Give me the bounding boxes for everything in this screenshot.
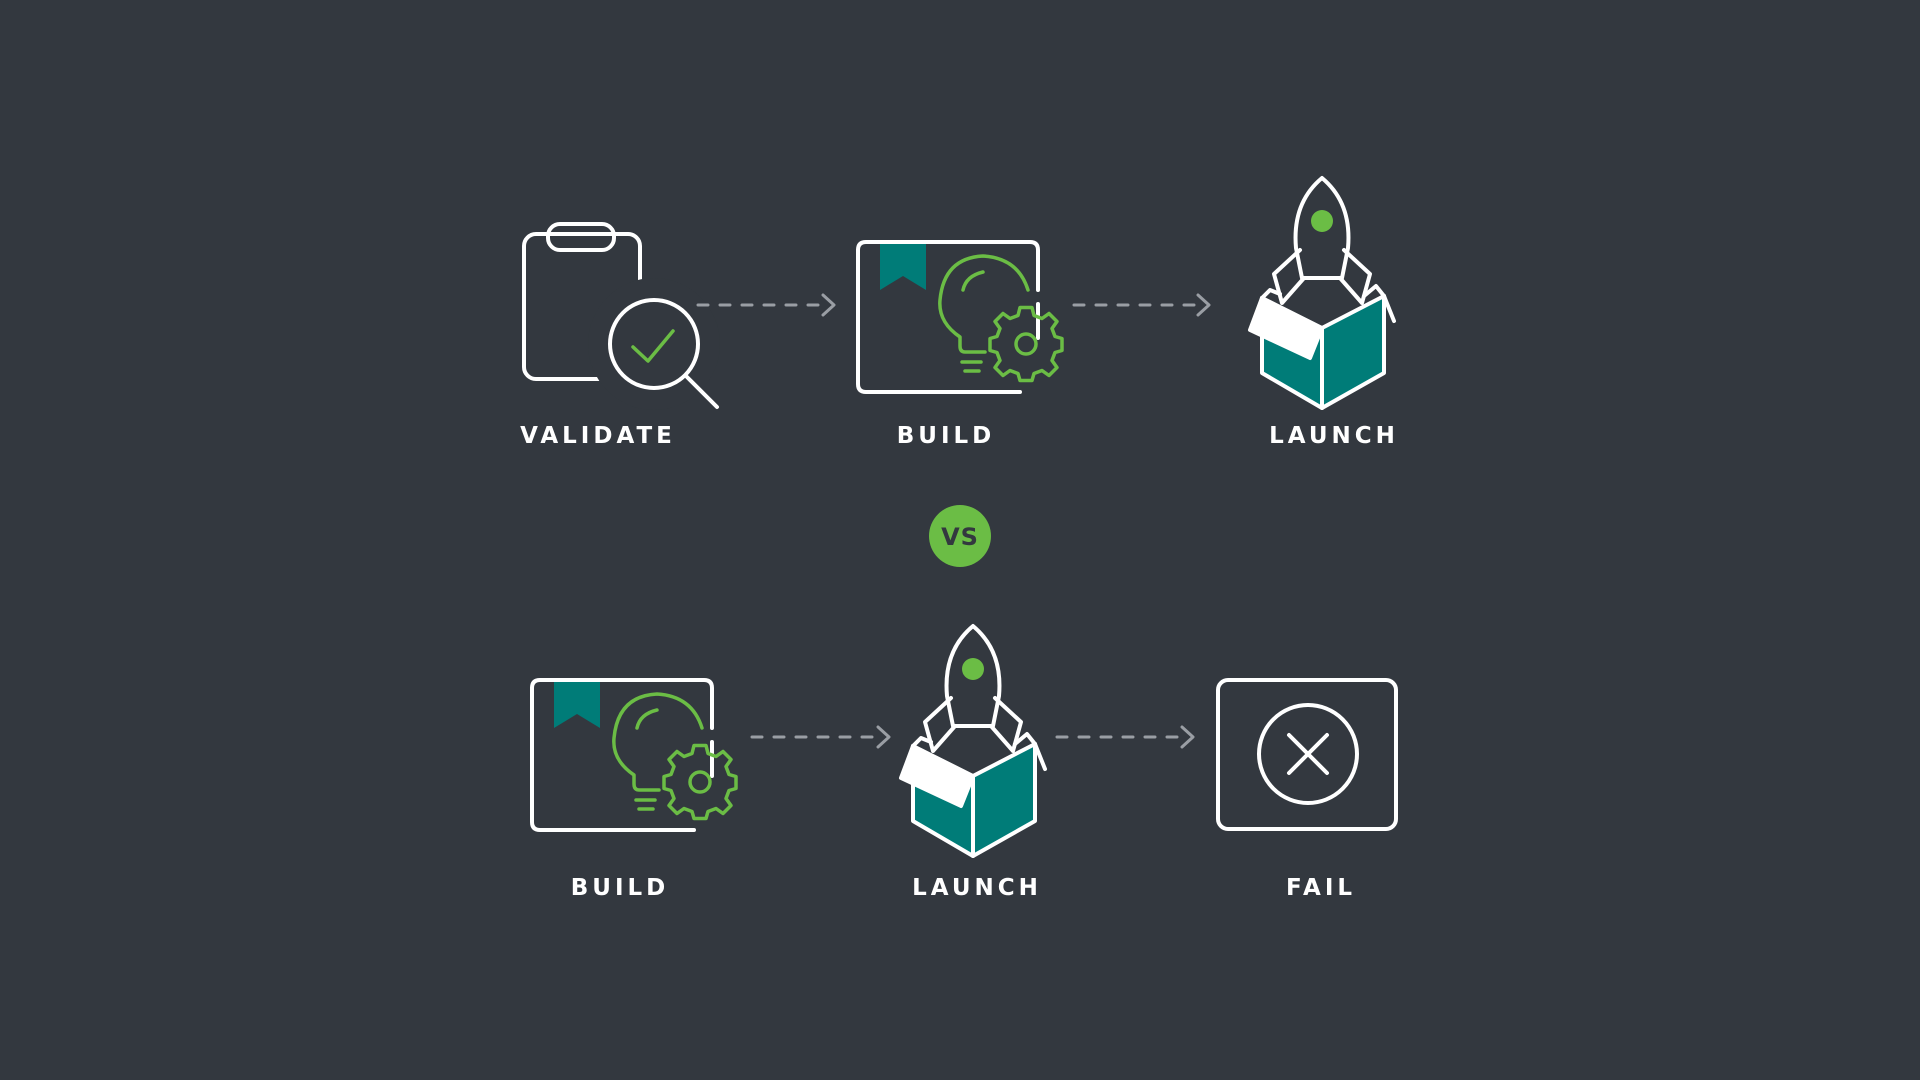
step-label: LAUNCH	[912, 875, 1042, 901]
step-label: LAUNCH	[1269, 423, 1399, 449]
step-label: FAIL	[1286, 875, 1356, 901]
arrow-connector	[750, 725, 891, 749]
vs-label: VS	[941, 523, 979, 551]
step-label: VALIDATE	[520, 423, 676, 449]
lightbulb-gear-board-icon	[530, 678, 738, 832]
lightbulb-gear-board-icon	[856, 240, 1064, 394]
arrow-connector	[696, 293, 836, 317]
rocket-box-icon	[899, 624, 1047, 858]
step-label: BUILD	[571, 875, 670, 901]
vs-badge: VS	[929, 505, 991, 567]
clipboard-magnifier-check-icon	[522, 222, 720, 410]
step-label: BUILD	[897, 423, 996, 449]
rocket-box-icon	[1248, 176, 1396, 410]
arrow-connector	[1055, 725, 1195, 749]
arrow-connector	[1072, 293, 1211, 317]
x-circle-icon	[1216, 678, 1398, 831]
